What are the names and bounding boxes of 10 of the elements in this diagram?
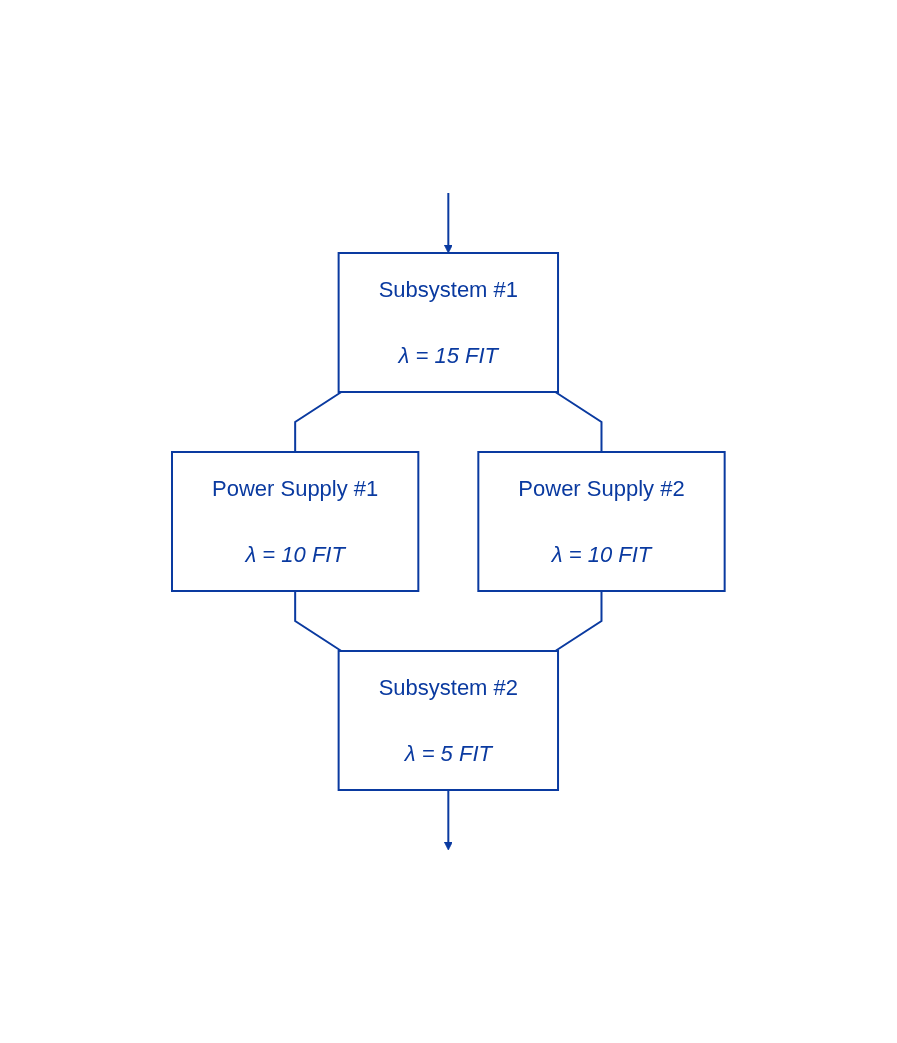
connector <box>294 590 343 652</box>
node-box: Power Supply #1 λ = 10 FIT <box>171 451 420 592</box>
node-box: Subsystem #1 λ = 15 FIT <box>337 252 560 393</box>
connector <box>554 590 603 652</box>
arrow <box>444 192 453 254</box>
connector <box>294 391 343 453</box>
node-box: Subsystem #2 λ = 5 FIT <box>337 650 560 791</box>
arrow <box>444 789 453 851</box>
connector <box>554 391 603 453</box>
node-box: Power Supply #2 λ = 10 FIT <box>477 451 726 592</box>
